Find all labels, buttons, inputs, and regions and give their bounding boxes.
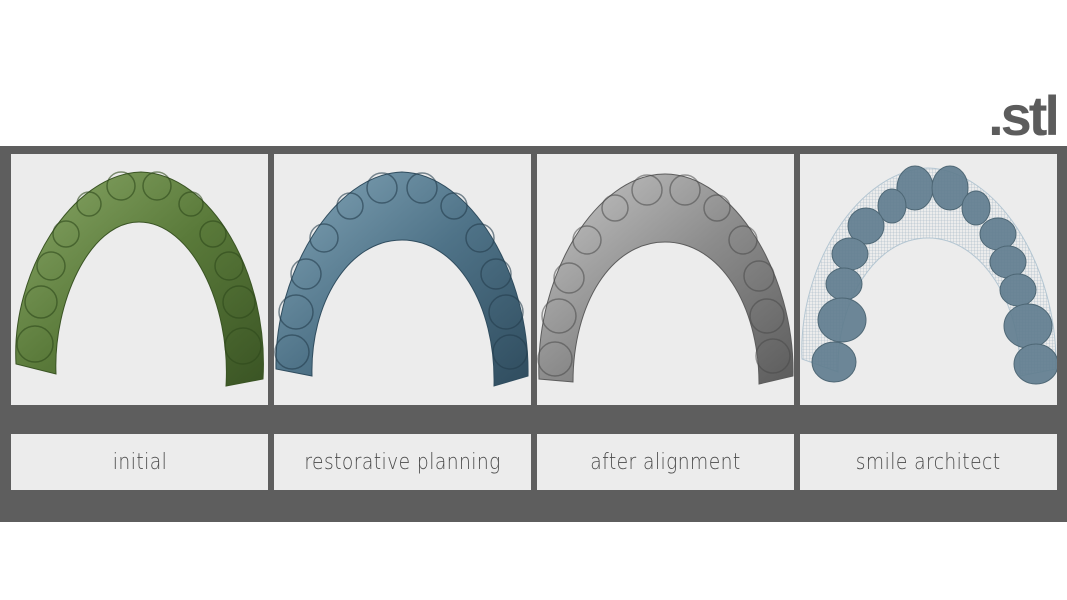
dental-arch-model-icon (15, 171, 264, 387)
model-strip: initial restorative planning after align… (0, 146, 1067, 522)
caption-smile-architect: smile architect (800, 434, 1057, 490)
dental-arch-model-icon (537, 173, 794, 385)
dental-arch-wireframe-icon (801, 165, 1057, 385)
file-extension-title: .stl (988, 84, 1060, 147)
model-view-smile-architect[interactable] (800, 154, 1057, 405)
caption-after-alignment: after alignment (537, 434, 794, 490)
model-view-restorative-planning[interactable] (274, 154, 531, 405)
model-view-initial[interactable] (11, 154, 268, 405)
caption-initial: initial (11, 434, 268, 490)
caption-restorative-planning: restorative planning (274, 434, 531, 490)
model-view-after-alignment[interactable] (537, 154, 794, 405)
dental-arch-model-icon (274, 171, 529, 387)
